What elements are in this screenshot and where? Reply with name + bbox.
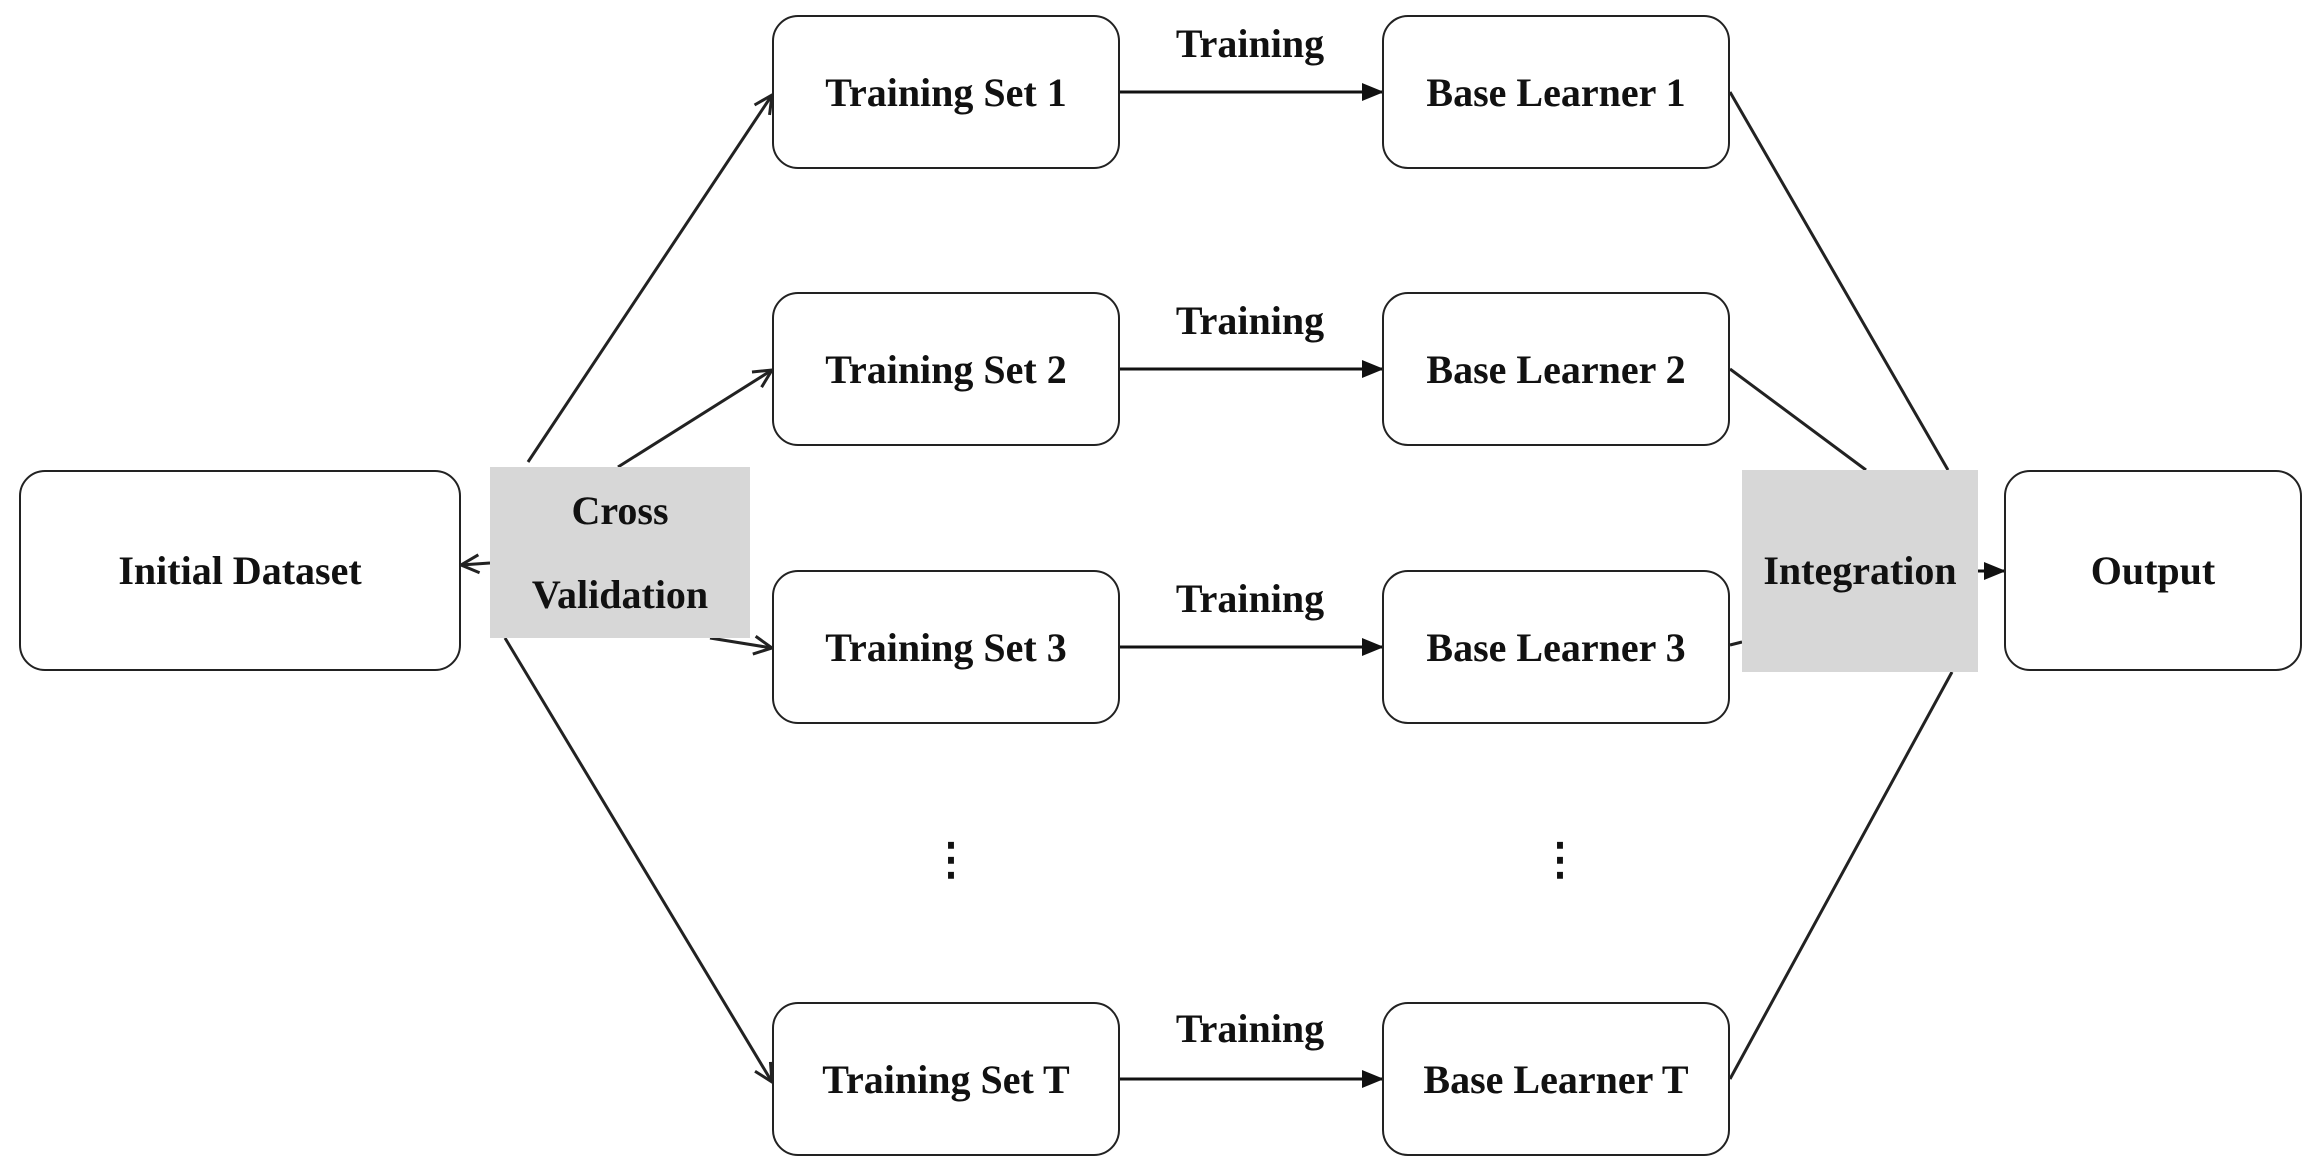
training-set-3-node: Training Set 3 (772, 570, 1120, 724)
base-learners-ellipsis: ⋮ (1538, 835, 1582, 884)
edge-bl2-to-int (1729, 367, 1867, 472)
training-set-3-label: Training Set 3 (825, 624, 1067, 670)
output-label: Output (2090, 548, 2216, 593)
training-edge-label-3: Training (1175, 576, 1325, 621)
edge-bl3-to-int (1729, 640, 1743, 647)
initial-dataset-node: Initial Dataset (19, 470, 461, 671)
base-learner-3-label: Base Learner 3 (1426, 624, 1686, 670)
training-set-2-node: Training Set 2 (772, 292, 1120, 446)
training-edge-label-2: Training (1175, 298, 1325, 343)
edge-cv-to-initial (461, 563, 491, 565)
cross-validation-label-line1: Cross (571, 487, 669, 533)
edge-cv-to-ts2 (617, 370, 772, 469)
training-sets-ellipsis: ⋮ (929, 835, 973, 884)
edge-blT-to-int (1728, 671, 1954, 1080)
cross-validation-label-line2: Validation (531, 571, 709, 617)
training-edge-label-1: Training (1175, 21, 1325, 66)
integration-label: Integration (1763, 548, 1957, 593)
base-learner-1-node: Base Learner 1 (1382, 15, 1730, 169)
edge-cv-to-ts1 (526, 95, 772, 463)
cross-validation-hub: Cross Validation (490, 467, 750, 638)
base-learner-2-label: Base Learner 2 (1426, 346, 1686, 392)
edge-cv-to-ts3 (709, 638, 772, 648)
base-learner-t-node: Base Learner T (1382, 1002, 1730, 1156)
base-learner-t-label: Base Learner T (1423, 1056, 1689, 1102)
initial-dataset-label: Initial Dataset (118, 548, 362, 593)
integration-hub: Integration (1742, 470, 1978, 672)
base-learner-2-node: Base Learner 2 (1382, 292, 1730, 446)
base-learner-3-node: Base Learner 3 (1382, 570, 1730, 724)
base-learner-1-label: Base Learner 1 (1426, 69, 1686, 115)
training-edge-label-t: Training (1175, 1006, 1325, 1051)
edge-cv-to-tsT (503, 637, 772, 1082)
edge-bl1-to-int (1728, 91, 1950, 471)
training-set-t-label: Training Set T (822, 1056, 1070, 1102)
training-set-1-label: Training Set 1 (825, 69, 1067, 115)
training-set-1-node: Training Set 1 (772, 15, 1120, 169)
training-set-t-node: Training Set T (772, 1002, 1120, 1156)
output-node: Output (2004, 470, 2302, 671)
training-set-2-label: Training Set 2 (825, 346, 1067, 392)
